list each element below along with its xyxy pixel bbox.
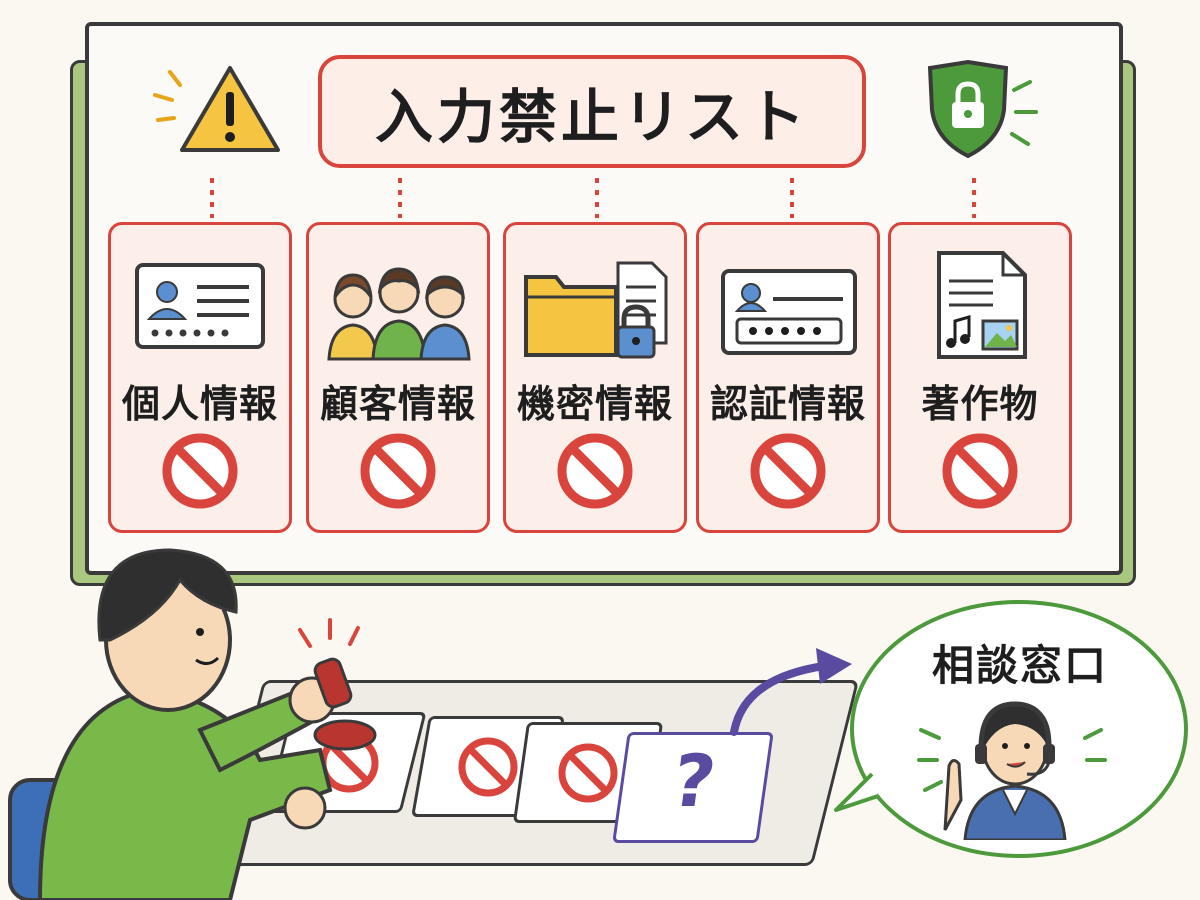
prohibited-icon [750,433,826,509]
prohibited-icon [162,433,238,509]
prohibited-icon [942,433,1018,509]
warning-icon [153,66,280,152]
arrow-icon [730,648,852,736]
page-title: 入力禁止リスト [318,55,866,168]
worker-illustration [8,548,377,900]
category-card-copyright: 著作物 [888,222,1072,533]
operator-icon [917,701,1107,840]
prohibited-paper [512,722,664,823]
media-document-icon [937,251,1027,359]
consult-label[interactable]: 相談窓口 [931,641,1108,690]
question-paper: ? [612,732,774,843]
prohibited-icon [557,433,633,509]
category-label: 顧客情報 [319,382,476,426]
category-label: 認証情報 [709,382,866,426]
prohibited-icon [458,737,518,797]
category-label: 機密情報 [516,382,673,426]
shield-lock-icon [927,60,1038,159]
category-card-auth: 認証情報 [696,222,880,533]
category-label: 個人情報 [121,382,278,426]
connector-dots [210,178,214,218]
question-mark: ? [667,739,721,823]
customers-icon [327,267,471,361]
id-card-icon [135,263,265,349]
password-card-icon [721,269,857,355]
connector-dots [790,178,794,218]
bubble-tail [834,772,879,812]
connector-dots [972,178,976,218]
locked-folder-icon [524,261,668,359]
prohibited-icon [360,433,436,509]
connector-dots [398,178,402,218]
category-card-customer: 顧客情報 [306,222,490,533]
category-label: 著作物 [921,382,1039,426]
category-card-confidential: 機密情報 [503,222,687,533]
connector-dots [595,178,599,218]
prohibited-icon [558,743,618,803]
category-card-personal: 個人情報 [108,222,292,533]
prohibited-paper [411,716,565,817]
